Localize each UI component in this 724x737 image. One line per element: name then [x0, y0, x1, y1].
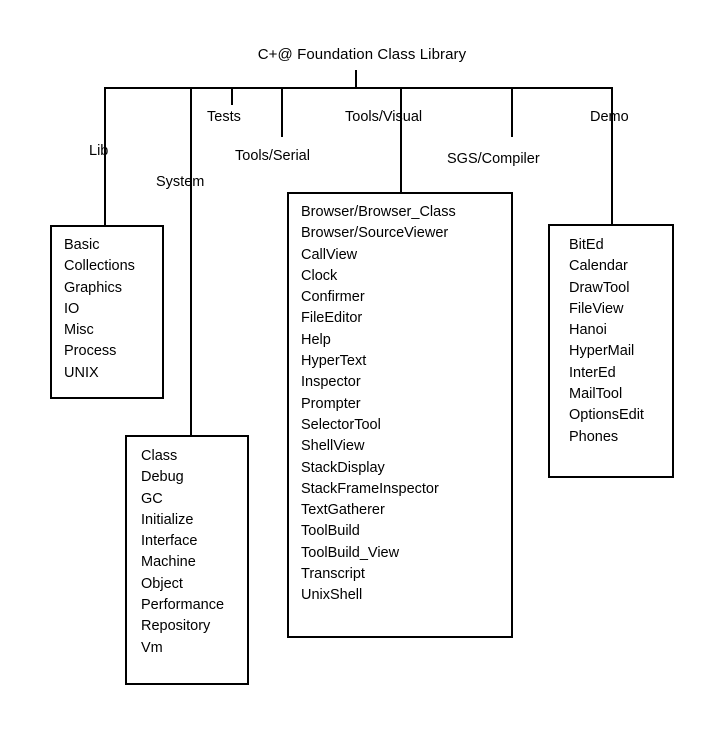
- list-item: Collections: [64, 258, 135, 275]
- list-item: Inspector: [301, 374, 361, 391]
- list-item: ShellView: [301, 438, 365, 455]
- list-item: Clock: [301, 267, 338, 284]
- demo-item-list: BitEd Calendar DrawTool FileView Hanoi H…: [550, 226, 672, 448]
- list-item: Prompter: [301, 395, 361, 412]
- list-item: Interface: [141, 533, 198, 550]
- list-item: Debug: [141, 469, 184, 486]
- list-item: Calendar: [569, 258, 628, 275]
- node-box-system: Class Debug GC Initialize Interface Mach…: [125, 435, 249, 685]
- list-item: Vm: [141, 639, 163, 656]
- list-item: Process: [64, 343, 117, 360]
- list-item: Repository: [141, 618, 211, 635]
- list-item: IO: [64, 300, 80, 317]
- list-item: ToolBuild: [301, 523, 360, 540]
- node-box-lib: Basic Collections Graphics IO Misc Proce…: [50, 225, 164, 399]
- list-item: Hanoi: [569, 322, 607, 339]
- list-item: Performance: [141, 597, 225, 614]
- list-item: UNIX: [64, 364, 99, 381]
- connector-sgs-compiler: [511, 87, 513, 137]
- list-item: Transcript: [301, 566, 365, 583]
- list-item: ToolBuild_View: [301, 544, 400, 561]
- root-stem-connector: [355, 70, 357, 88]
- list-item: Confirmer: [301, 289, 365, 306]
- list-item: HyperMail: [569, 343, 635, 360]
- list-item: Browser/SourceViewer: [301, 225, 449, 242]
- connector-demo: [611, 87, 613, 224]
- list-item: StackFrameInspector: [301, 480, 439, 497]
- list-item: FileEditor: [301, 310, 363, 327]
- connector-lib: [104, 87, 106, 225]
- list-item: CallView: [301, 246, 358, 263]
- list-item: FileView: [569, 300, 624, 317]
- branch-label-tools-serial: Tools/Serial: [235, 148, 310, 164]
- node-box-tools-visual: Browser/Browser_Class Browser/SourceView…: [287, 192, 513, 638]
- system-item-list: Class Debug GC Initialize Interface Mach…: [127, 437, 247, 659]
- connector-tests: [231, 87, 233, 105]
- lib-item-list: Basic Collections Graphics IO Misc Proce…: [52, 227, 162, 384]
- diagram-root-title: C+@ Foundation Class Library: [257, 46, 467, 63]
- branch-label-tests: Tests: [207, 109, 241, 125]
- list-item: Initialize: [141, 511, 194, 528]
- list-item: Help: [301, 331, 331, 348]
- list-item: Class: [141, 448, 178, 464]
- connector-system: [190, 87, 192, 435]
- list-item: OptionsEdit: [569, 407, 644, 424]
- node-box-demo: BitEd Calendar DrawTool FileView Hanoi H…: [548, 224, 674, 478]
- list-item: Misc: [64, 322, 94, 339]
- list-item: Browser/Browser_Class: [301, 204, 456, 220]
- branch-label-tools-visual: Tools/Visual: [345, 109, 423, 125]
- branch-label-sgs-compiler: SGS/Compiler: [447, 151, 540, 167]
- list-item: TextGatherer: [301, 502, 385, 519]
- branch-label-demo: Demo: [590, 109, 629, 125]
- list-item: UnixShell: [301, 587, 363, 604]
- list-item: Object: [141, 575, 183, 592]
- list-item: HyperText: [301, 353, 367, 370]
- list-item: Phones: [569, 428, 619, 445]
- list-item: StackDisplay: [301, 459, 385, 476]
- branch-label-lib: Lib: [89, 143, 109, 159]
- connector-tools-visual: [400, 87, 402, 192]
- list-item: Machine: [141, 554, 196, 571]
- list-item: SelectorTool: [301, 416, 381, 433]
- list-item: InterEd: [569, 364, 616, 381]
- connector-tools-serial: [281, 87, 283, 137]
- tools-visual-item-list: Browser/Browser_Class Browser/SourceView…: [289, 194, 511, 607]
- list-item: Basic: [64, 237, 100, 253]
- list-item: MailTool: [569, 386, 623, 403]
- list-item: DrawTool: [569, 279, 630, 296]
- branch-label-system: System: [156, 174, 205, 190]
- list-item: Graphics: [64, 279, 123, 296]
- list-item: BitEd: [569, 237, 604, 253]
- branch-distribution-bar: [104, 87, 613, 89]
- list-item: GC: [141, 490, 163, 507]
